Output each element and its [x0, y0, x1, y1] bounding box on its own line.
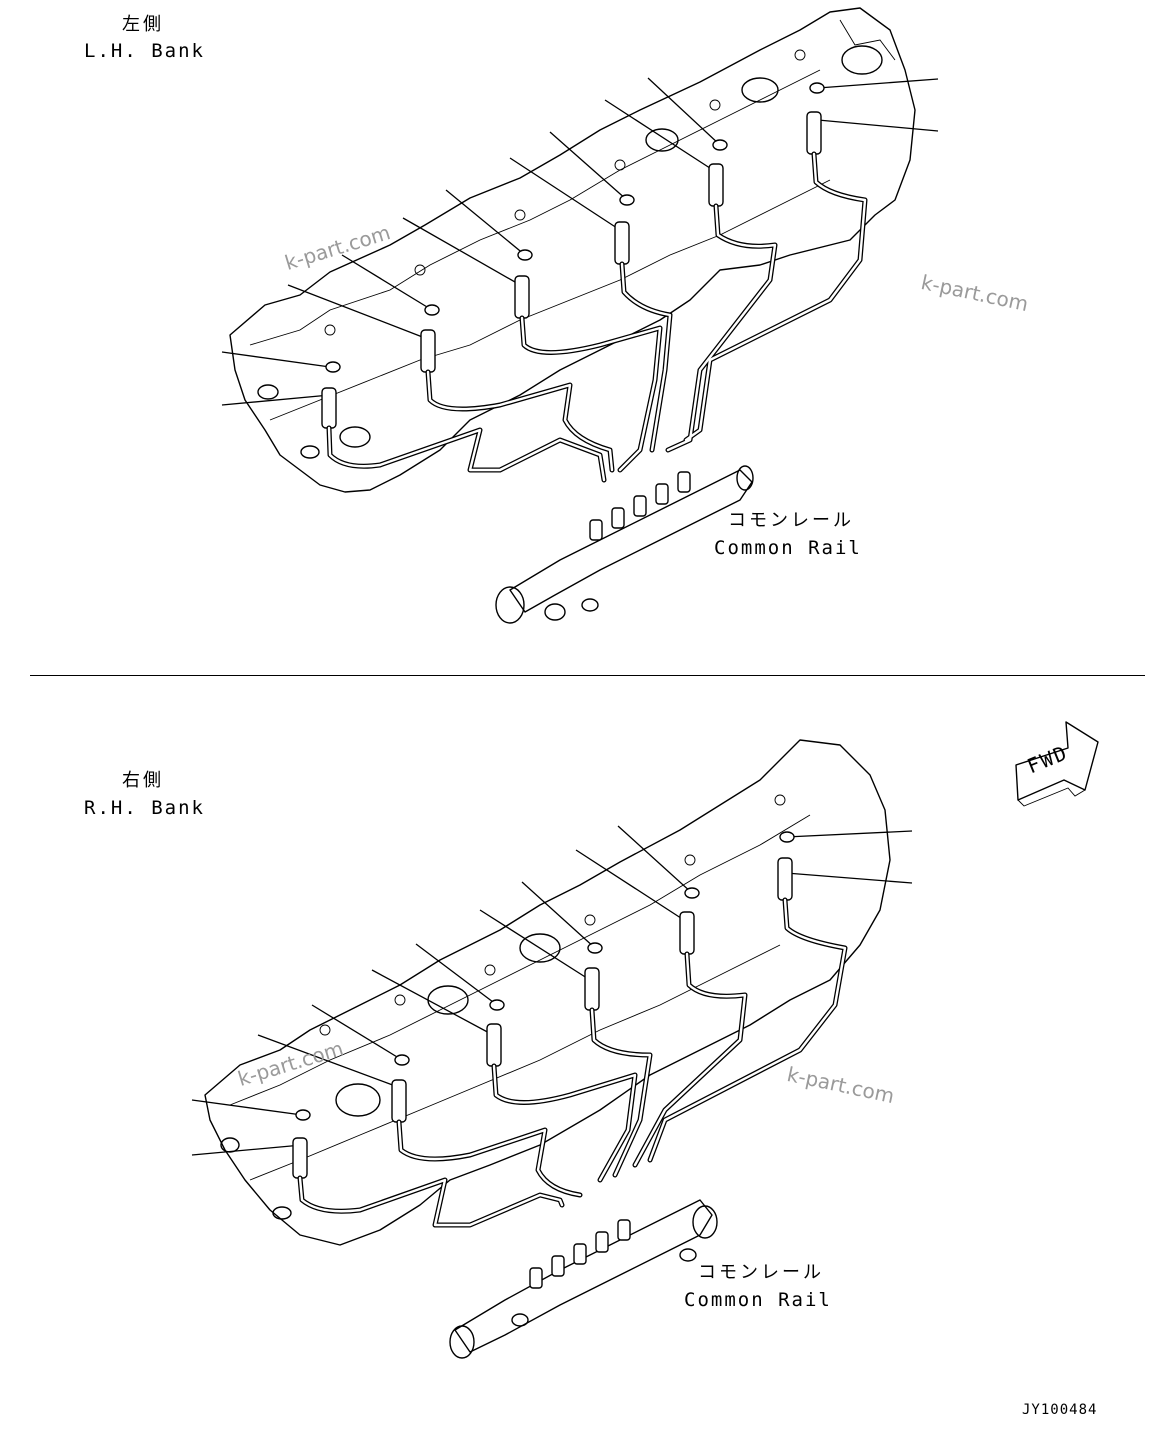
lh-bank-leader-lines [221, 77, 939, 406]
common-rail-label-jp-top: コモンレール [728, 510, 854, 531]
common-rail-label-en-top: Common Rail [714, 537, 862, 559]
lh-bank-label-jp: 左側 [122, 14, 164, 35]
lh-bank-fuel-pipes [326, 151, 868, 483]
common-rail-label-jp-bottom: コモンレール [698, 1262, 824, 1283]
rh-bank-engine [204, 739, 891, 1246]
rh-bank-injector-holes [295, 831, 795, 1121]
fwd-arrow [1015, 721, 1099, 807]
lh-bank-injectors [321, 111, 822, 429]
lh-bank-injector-holes [325, 82, 825, 373]
lh-bank-label-en: L.H. Bank [84, 40, 205, 62]
drawing-code: JY100484 [1022, 1402, 1098, 1418]
common-rail-label-en-bottom: Common Rail [684, 1289, 832, 1311]
rh-bank-fuel-pipes [297, 897, 848, 1228]
rh-bank-injectors [292, 857, 793, 1179]
lh-bank-engine [229, 7, 916, 493]
rh-common-rail-part [449, 1199, 718, 1359]
lh-common-rail-part [495, 465, 754, 624]
rh-bank-leader-lines [191, 825, 913, 1156]
section-divider [30, 675, 1145, 676]
rh-bank-label-en: R.H. Bank [84, 797, 205, 819]
rh-bank-label-jp: 右側 [122, 770, 164, 791]
